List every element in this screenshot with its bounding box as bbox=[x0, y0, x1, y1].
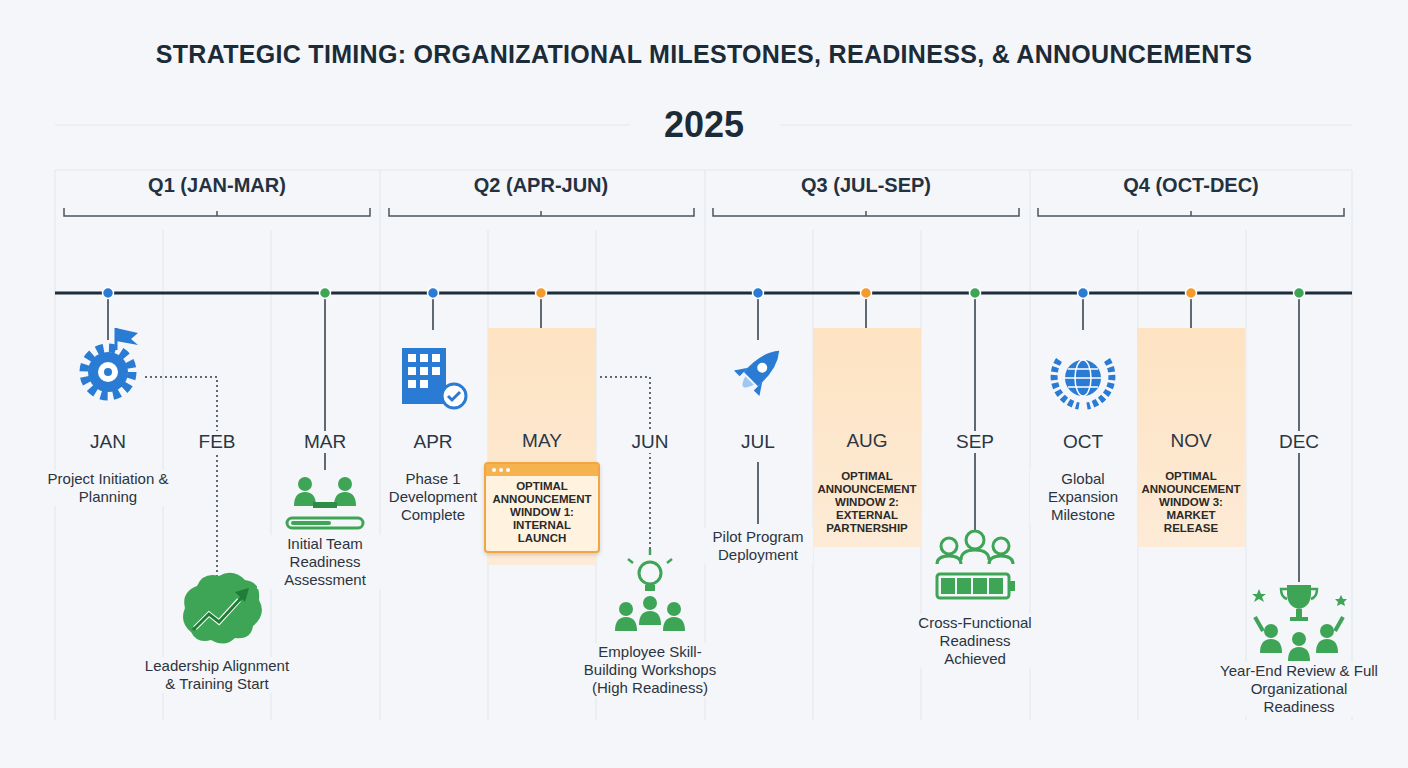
callout-text: OPTIMAL ANNOUNCEMENT WINDOW 3: MARKET RE… bbox=[1139, 470, 1243, 535]
callout-text: OPTIMAL ANNOUNCEMENT WINDOW 2: EXTERNAL … bbox=[815, 470, 919, 535]
quarter-label: Q2 (APR-JUN) bbox=[471, 173, 611, 197]
milestone-text: Phase 1 Development Complete bbox=[382, 470, 484, 524]
month-label: JUN bbox=[629, 431, 672, 453]
highlight-panel: MAY OPTIMAL ANNOUNCEMENT WINDOW 1: INTERN… bbox=[488, 328, 596, 565]
month-label: FEB bbox=[196, 431, 239, 453]
month-label: NOV bbox=[1170, 430, 1211, 452]
header-dot bbox=[499, 468, 503, 472]
month-label: JUL bbox=[738, 431, 778, 453]
callout-header bbox=[486, 464, 598, 476]
milestone-text: Cross-Functional Readiness Achieved bbox=[905, 614, 1045, 668]
month-label: SEP bbox=[953, 431, 997, 453]
milestone-text: Project Initiation & Planning bbox=[43, 470, 173, 506]
month-label: DEC bbox=[1276, 431, 1322, 453]
quarter-label: Q3 (JUL-SEP) bbox=[798, 173, 934, 197]
milestone-text: Pilot Program Deployment bbox=[703, 528, 813, 564]
quarter-label: Q1 (JAN-MAR) bbox=[145, 173, 289, 197]
callout-text: OPTIMAL ANNOUNCEMENT WINDOW 1: INTERNAL … bbox=[486, 476, 598, 551]
month-label: APR bbox=[410, 431, 455, 453]
header-dot bbox=[492, 468, 496, 472]
month-label: OCT bbox=[1060, 431, 1106, 453]
milestone-text: Initial Team Readiness Assessment bbox=[257, 535, 393, 589]
month-label: MAR bbox=[301, 431, 349, 453]
callout-box: OPTIMAL ANNOUNCEMENT WINDOW 1: INTERNAL … bbox=[484, 462, 600, 553]
milestone-text: Leadership Alignment & Training Start bbox=[138, 657, 296, 693]
year-label: 2025 bbox=[661, 103, 747, 147]
milestone-text: Global Expansion Milestone bbox=[1030, 470, 1136, 524]
month-label: AUG bbox=[846, 430, 887, 452]
month-label: MAY bbox=[522, 430, 562, 452]
highlight-panel: NOV OPTIMAL ANNOUNCEMENT WINDOW 3: MARKET… bbox=[1137, 328, 1245, 547]
highlight-panel: AUG OPTIMAL ANNOUNCEMENT WINDOW 2: EXTERN… bbox=[813, 328, 921, 547]
chart-title: STRATEGIC TIMING: ORGANIZATIONAL MILESTO… bbox=[20, 40, 1388, 69]
quarter-label: Q4 (OCT-DEC) bbox=[1120, 173, 1262, 197]
month-label: JAN bbox=[87, 431, 129, 453]
header-dot bbox=[506, 468, 510, 472]
milestone-text: Year-End Review & Full Organizational Re… bbox=[1214, 662, 1384, 716]
milestone-text: Employee Skill-Building Workshops (High … bbox=[571, 643, 729, 697]
